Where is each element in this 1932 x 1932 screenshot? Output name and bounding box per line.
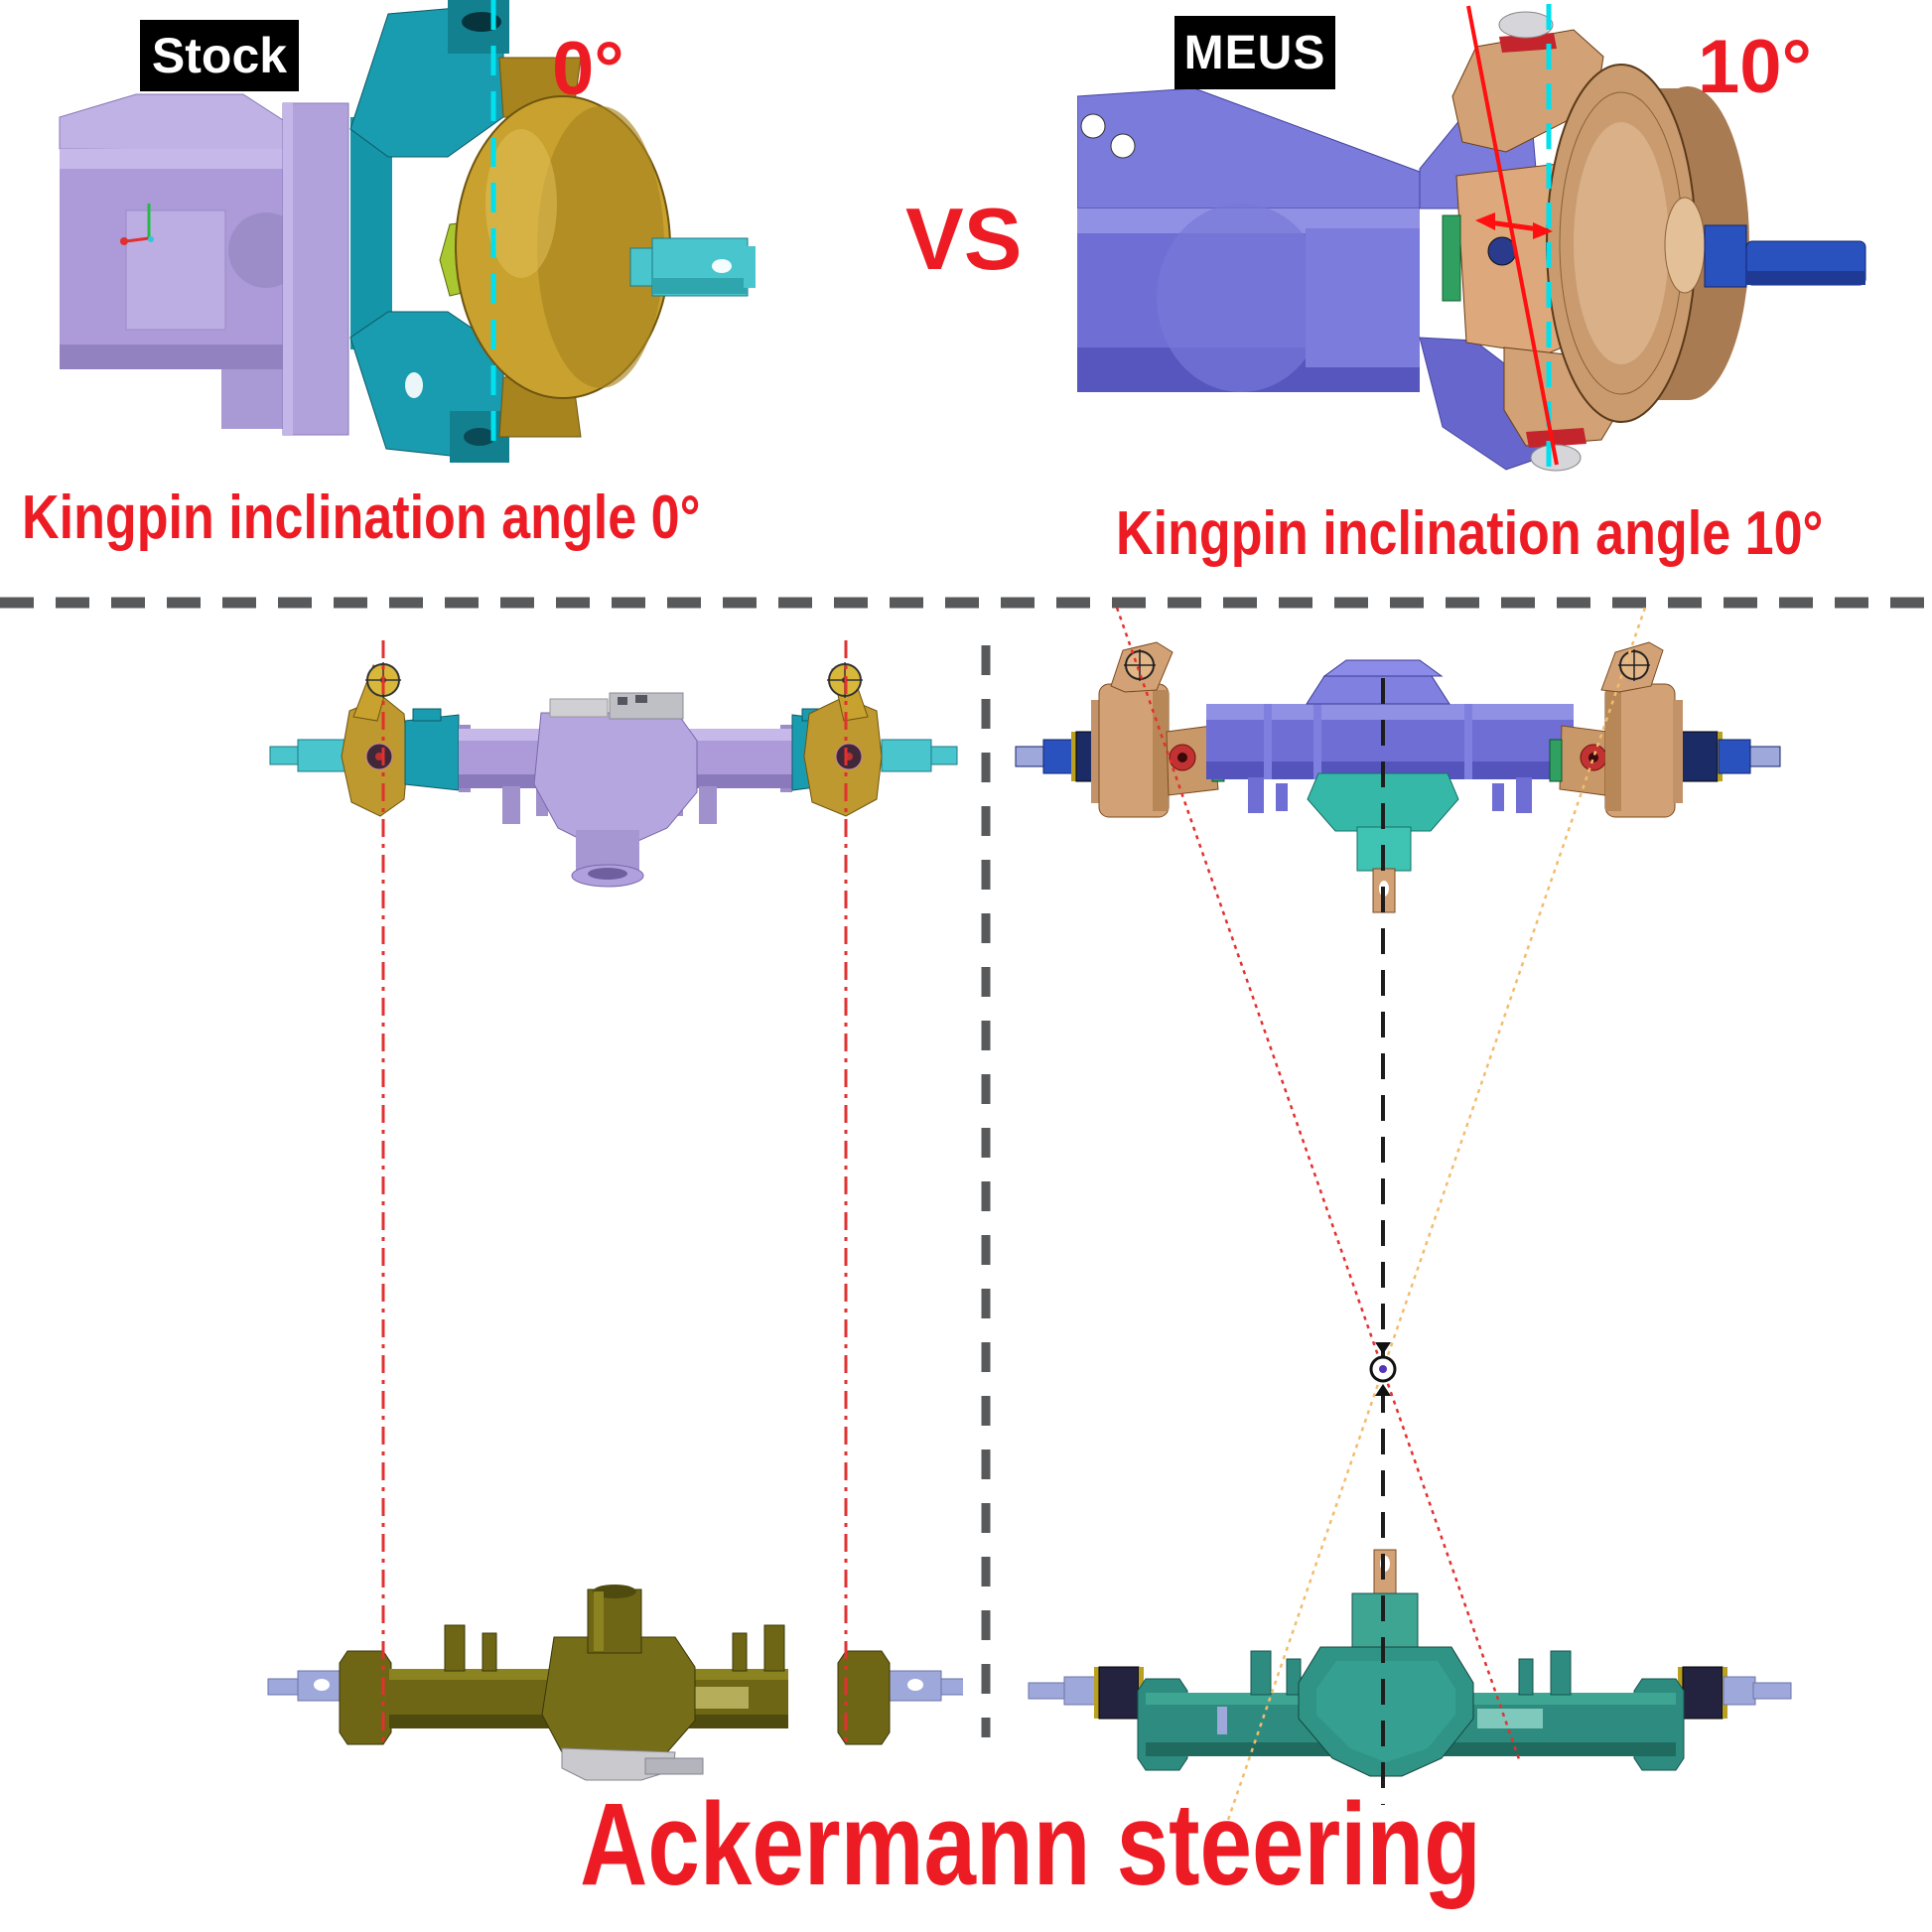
meus-label-badge: MEUS [1174, 16, 1335, 89]
stock-label-badge: Stock [140, 20, 299, 91]
meus-wheel-hub-drum [1546, 64, 1749, 423]
meus-housing-top-view [1206, 659, 1574, 913]
meus-right-hub-and-arm [1549, 641, 1683, 818]
stock-bottom-shafts [267, 1670, 963, 1702]
meus-label-text: MEUS [1183, 26, 1326, 79]
meus-bottom-housing [1137, 1549, 1685, 1777]
stock-axle-shafts [269, 739, 958, 772]
stock-stub-axle [629, 237, 756, 297]
stock-axle-housing [59, 93, 349, 436]
meus-caption: Kingpin inclination angle 10° [1116, 499, 1824, 568]
meus-bottom-shafts [1028, 1666, 1792, 1720]
meus-left-hub-and-arm [1091, 641, 1225, 818]
stock-axle-bottom-view-render [267, 1585, 963, 1781]
stock-bottom-housing [339, 1585, 891, 1781]
stock-label-text: Stock [151, 28, 288, 83]
stock-knuckle-ball [455, 57, 671, 438]
stock-knuckle-render [59, 0, 756, 463]
stock-axle-housing-top [459, 692, 792, 888]
cad-origin-axes-icon [120, 204, 154, 245]
stock-caption: Kingpin inclination angle 0° [22, 483, 701, 552]
vs-text: VS [905, 190, 1023, 288]
meus-angle-value: 10° [1698, 25, 1812, 109]
stock-left-knuckle-arm [341, 662, 460, 817]
meus-stub-axle [1704, 224, 1866, 288]
ackermann-steering-title: Ackermann steering [580, 1779, 1481, 1910]
stock-axle-top-view-render [269, 662, 958, 888]
stock-angle-value: 0° [552, 27, 624, 111]
meus-axle-top-view-render [1015, 641, 1781, 913]
stock-right-knuckle-arm [791, 662, 883, 817]
ackermann-convergence-marker [1369, 1342, 1397, 1396]
